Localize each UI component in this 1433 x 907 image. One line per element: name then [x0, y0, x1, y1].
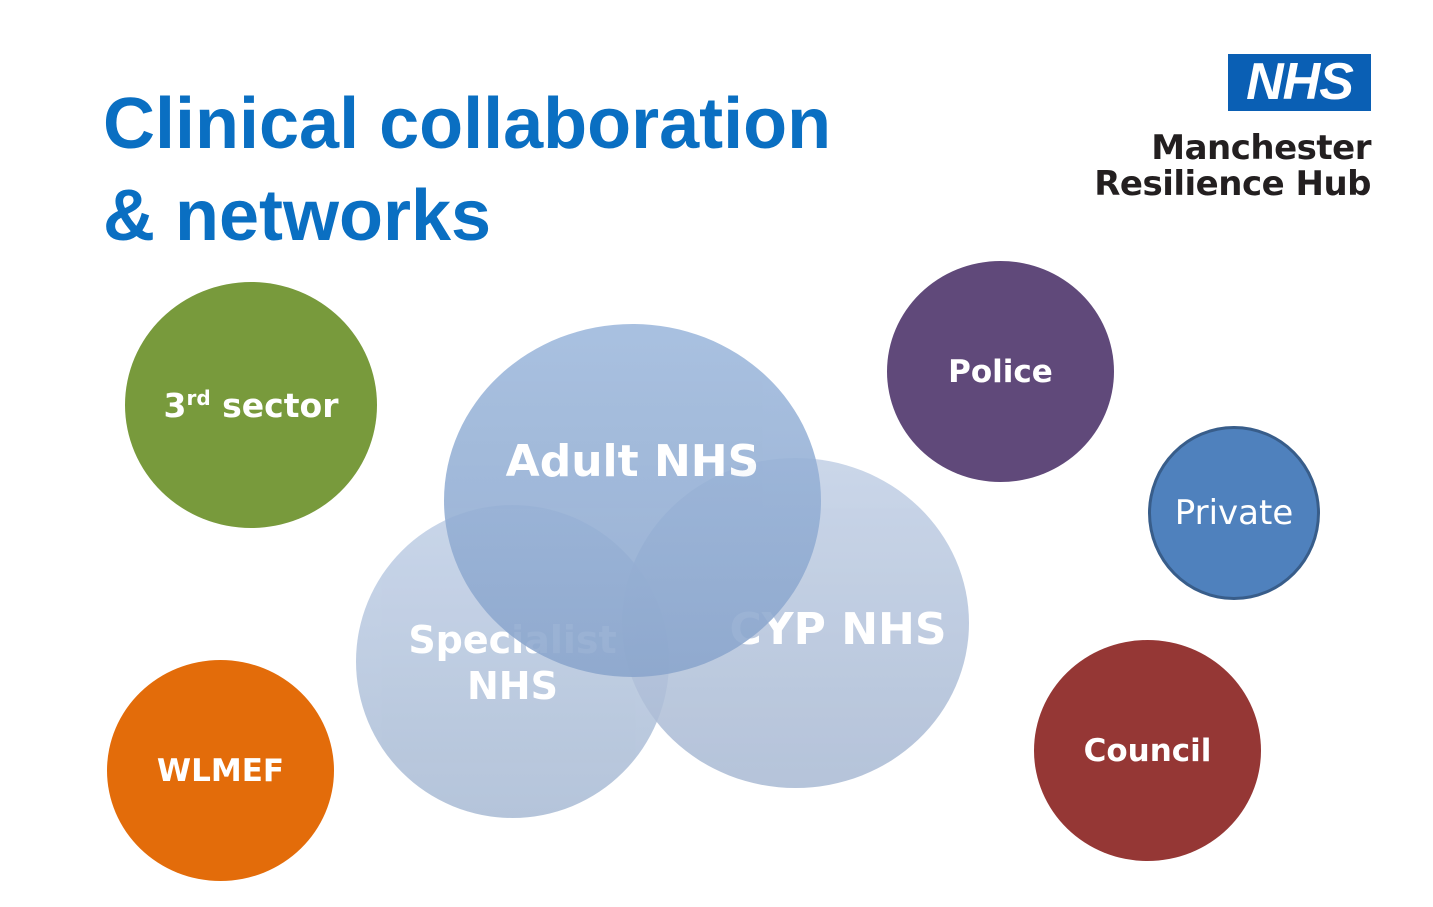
logo-line-2: Resilience Hub [1094, 164, 1371, 204]
council-circle: Council [1034, 640, 1261, 861]
third-sector-text: sector [210, 385, 339, 425]
nhs-logo: NHS Manchester Resilience Hub [1094, 54, 1371, 202]
adult-nhs-label: Adult NHS [505, 436, 760, 487]
page-title: Clinical collaboration & networks [103, 78, 831, 262]
specialist-nhs-line-2: NHS [467, 664, 558, 708]
third-sector-ordinal: 3 [163, 385, 187, 425]
adult-nhs-circle: Adult NHS [444, 324, 821, 677]
police-circle: Police [887, 261, 1114, 482]
nhs-badge: NHS [1228, 54, 1371, 111]
council-label: Council [1083, 732, 1212, 769]
third-sector-circle: 3rd sector [125, 282, 377, 528]
third-sector-label: 3rd sector [164, 386, 339, 425]
title-line-2: & networks [103, 176, 492, 256]
third-sector-suffix: rd [186, 385, 211, 410]
private-circle: Private [1148, 426, 1320, 600]
nhs-badge-text: NHS [1246, 53, 1354, 111]
police-label: Police [948, 353, 1053, 390]
wlmef-label: WLMEF [156, 752, 285, 789]
wlmef-circle: WLMEF [107, 660, 334, 881]
private-label: Private [1174, 493, 1294, 533]
logo-line-1: Manchester [1151, 128, 1371, 168]
title-line-1: Clinical collaboration [103, 84, 832, 164]
